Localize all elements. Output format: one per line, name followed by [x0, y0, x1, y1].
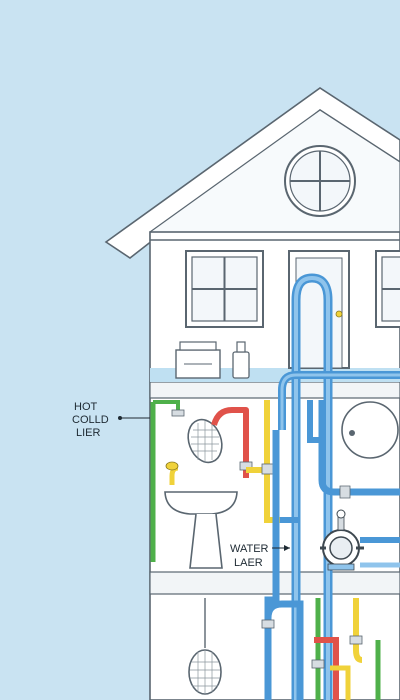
right-label-water: WATER: [230, 543, 269, 555]
cold-pipe-right: [318, 400, 400, 568]
round-attic-window: [284, 145, 356, 217]
left-callout: HOT COLLD LIER: [72, 401, 150, 439]
left-label-lier: LIER: [76, 427, 101, 439]
left-label-cold: COLLD: [72, 414, 109, 426]
window-right: [375, 250, 400, 328]
left-label-hot: HOT: [74, 401, 98, 413]
cold-riser: [264, 273, 400, 700]
lower-shower-head: [188, 598, 222, 695]
cabinet: [175, 341, 221, 379]
right-label-laer: LAER: [234, 557, 263, 569]
right-callout: WATER LAER: [230, 543, 290, 569]
green-pipe-left: [150, 400, 185, 562]
shower-head: [187, 418, 223, 464]
lower-pipes: [261, 598, 381, 700]
sink: [164, 461, 238, 569]
floor-slab-1: [149, 381, 400, 399]
window-left: [185, 250, 264, 328]
water-heater: [341, 401, 399, 459]
pump: [320, 509, 364, 571]
door-knob: [335, 310, 343, 318]
bottle: [232, 341, 250, 379]
